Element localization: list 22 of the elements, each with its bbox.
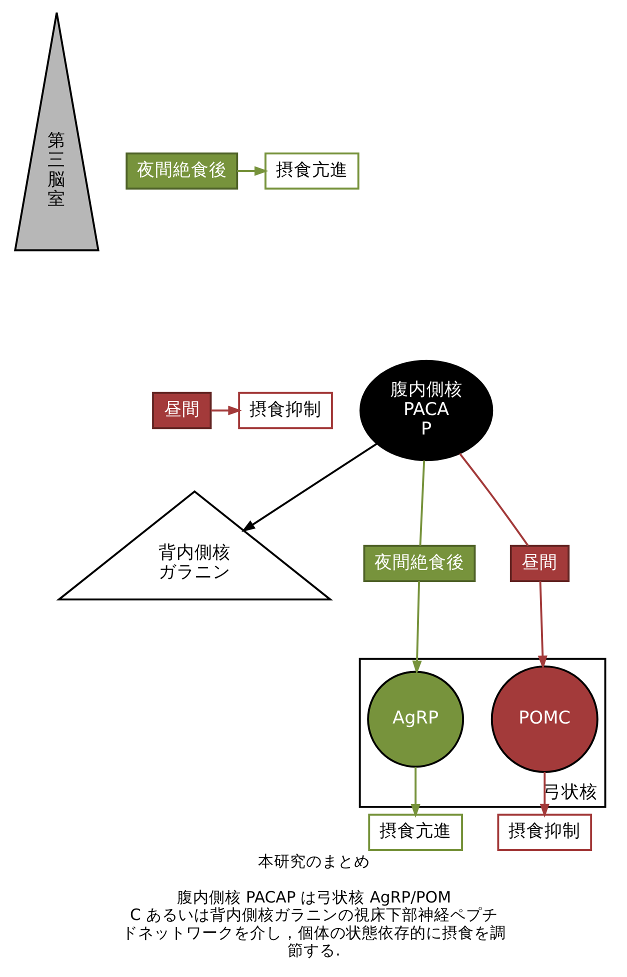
node-box: 摂食亢進	[264, 152, 359, 190]
node-circle: POMC	[490, 665, 598, 773]
node-ellipse: 腹内側核PACAP	[359, 360, 493, 462]
node-box: 摂食亢進	[368, 814, 462, 851]
node-box: 夜間絶食後	[362, 544, 476, 582]
arrow	[410, 767, 420, 818]
arrow	[537, 581, 547, 670]
diagram-title: 本研究のまとめ	[258, 851, 370, 870]
arrow	[539, 772, 549, 818]
connector	[418, 460, 425, 546]
arrow	[210, 406, 242, 416]
node-box: 夜間絶食後	[125, 152, 238, 190]
node-box: 昼間	[509, 544, 570, 582]
caption: 腹内側核 PACAP は弓状核 AgRP/POMC あるいは背内側核ガラニンの視床下部神経ペプチドネットワークを介し，個体の状態依存的に摂食を調節する.	[122, 888, 506, 960]
node-box: 摂食抑制	[238, 392, 332, 430]
node-box: 昼間	[152, 392, 212, 430]
arrow	[412, 581, 422, 674]
arrow	[236, 166, 268, 176]
node-box: 摂食抑制	[496, 814, 592, 851]
node-circle: AgRP	[366, 670, 464, 768]
arrow	[240, 442, 377, 532]
connector	[458, 453, 528, 546]
